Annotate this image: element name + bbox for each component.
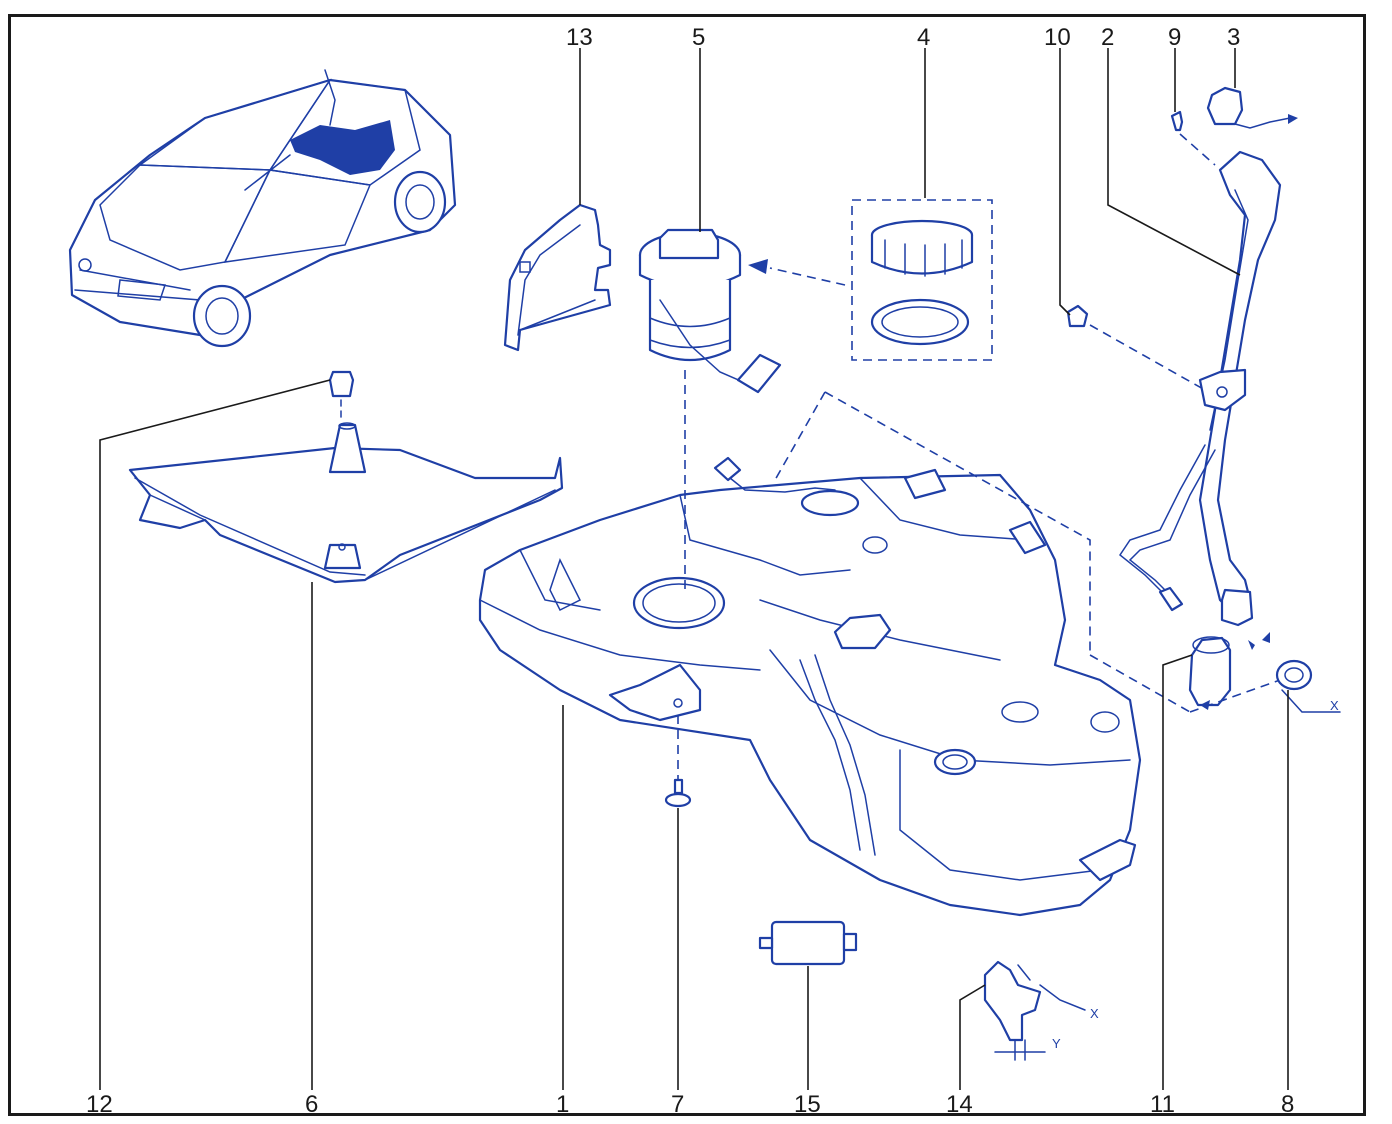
fuel-pump-module — [638, 228, 782, 590]
callout-9: 9 — [1168, 24, 1181, 51]
heat-shield — [128, 422, 564, 584]
nut — [328, 370, 355, 421]
fuel-filter — [758, 920, 858, 966]
callout-10: 10 — [1044, 24, 1071, 51]
fuel-tank — [478, 456, 1142, 917]
callout-4: 4 — [917, 24, 930, 51]
clip-nut — [1066, 304, 1206, 391]
dimension-x-top: X — [1330, 698, 1339, 713]
vehicle-location-icon — [68, 69, 457, 348]
filler-hose — [1089, 636, 1281, 713]
callout-8: 8 — [1281, 1091, 1294, 1118]
callout-3: 3 — [1227, 24, 1240, 51]
filler-neck — [1118, 150, 1282, 627]
callout-6: 6 — [305, 1091, 318, 1118]
diagram-frame — [8, 14, 1366, 1116]
callout-1: 1 — [556, 1091, 569, 1118]
callout-12: 12 — [86, 1091, 113, 1118]
callout-2: 2 — [1101, 24, 1114, 51]
callout-7: 7 — [671, 1091, 684, 1118]
pump-bracket — [503, 203, 612, 352]
hose-clip: X Y — [983, 960, 1099, 1061]
dimension-y-bottom: Y — [1052, 1036, 1061, 1051]
filler-cap-sensor — [1206, 86, 1298, 129]
callout-11: 11 — [1150, 1091, 1175, 1118]
callout-13: 13 — [566, 24, 593, 51]
callout-5: 5 — [692, 24, 705, 51]
dimension-x-bottom: X — [1090, 1006, 1099, 1021]
bolt — [664, 715, 692, 808]
screw — [1170, 110, 1216, 166]
leader-lines — [99, 48, 1289, 1090]
callout-15: 15 — [794, 1091, 821, 1118]
hose-clamp: X — [1200, 632, 1341, 713]
callout-14: 14 — [946, 1091, 973, 1118]
lock-ring-and-seal — [748, 199, 993, 361]
